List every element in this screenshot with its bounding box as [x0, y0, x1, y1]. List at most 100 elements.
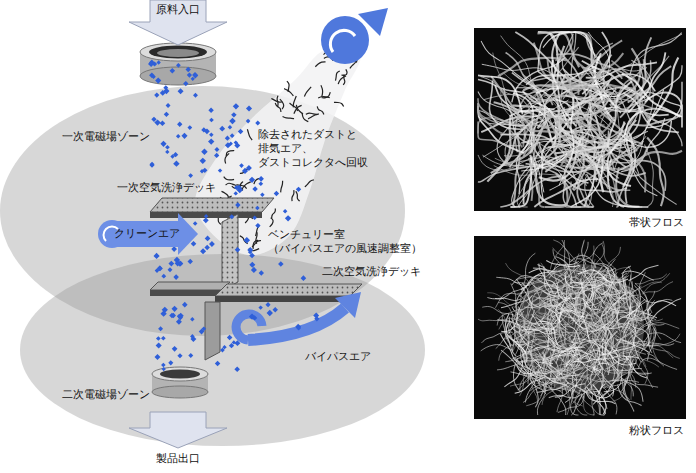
material-particle — [242, 168, 248, 174]
dust-speck — [292, 190, 294, 201]
floss-fiber — [515, 358, 541, 379]
floss-fiber — [555, 321, 563, 352]
floss-fiber — [577, 270, 607, 281]
floss-fiber — [520, 310, 535, 341]
dust-speck — [341, 69, 347, 75]
deck-surface — [215, 284, 362, 296]
material-particle — [255, 223, 260, 228]
lower-drum — [152, 367, 208, 398]
deck-edge — [150, 290, 222, 296]
floss-fiber — [620, 151, 682, 169]
floss-fiber — [572, 372, 606, 377]
dust-speck — [275, 103, 281, 112]
dust-speck — [296, 191, 300, 201]
floss-fiber — [574, 316, 592, 344]
floss-fiber — [504, 360, 522, 387]
dust-speck — [225, 153, 229, 163]
air-arrowhead — [178, 213, 198, 255]
floss-fiber — [537, 264, 564, 284]
material-particle — [234, 140, 238, 144]
node-text: 二次電磁場ゾーン — [62, 388, 150, 402]
floss-fibers — [478, 240, 681, 415]
material-particle — [260, 192, 265, 197]
exhaust-note: 除去されたダストと 排気エア、 ダストコレクタへ回収 — [258, 128, 373, 169]
photo-outline — [474, 236, 686, 441]
floss-fiber — [547, 298, 558, 329]
floss-fiber — [553, 249, 575, 273]
material-particle — [170, 68, 176, 74]
floss-fiber — [512, 276, 542, 285]
ellipse-outline — [0, 86, 405, 336]
floss-fiber — [623, 301, 647, 325]
floss-fiber — [482, 306, 514, 315]
floss-fiber — [609, 304, 620, 334]
material-particle — [192, 72, 197, 77]
floss-fiber — [478, 75, 523, 114]
material-particle — [285, 215, 291, 221]
drum-base — [152, 386, 208, 398]
dust-speck — [247, 129, 252, 140]
dust-speck — [253, 240, 258, 249]
arrow-shape — [129, 412, 227, 448]
floss-fiber — [571, 156, 603, 207]
floss-fiber — [626, 357, 651, 374]
material-particle — [229, 142, 233, 146]
floss-fiber — [605, 356, 639, 358]
dust-speck — [304, 87, 311, 97]
dust-speck — [226, 183, 237, 185]
floss-fiber — [556, 347, 582, 363]
deck-holes — [150, 198, 274, 212]
floss-fiber — [608, 369, 642, 372]
deck-surface — [150, 282, 230, 290]
floss-fiber — [515, 329, 536, 354]
material-particle — [249, 177, 255, 183]
floss-fiber — [549, 378, 580, 393]
floss-fiber — [582, 240, 586, 264]
dust-speck — [272, 208, 276, 218]
floss-fiber — [590, 390, 594, 415]
material-particle — [187, 72, 192, 77]
material-particle — [252, 186, 257, 191]
floss-fiber — [588, 32, 609, 85]
floss-fiber — [538, 32, 576, 72]
floss-fiber — [579, 368, 604, 391]
floss-fiber — [558, 396, 584, 412]
material-particle — [252, 216, 256, 220]
material-particle — [258, 181, 263, 186]
material-particle — [157, 60, 161, 64]
floss-fiber — [628, 52, 665, 112]
floss-fiber — [501, 308, 519, 332]
material-particle — [186, 67, 191, 72]
floss-fiber — [489, 80, 523, 129]
zone-ellipse — [20, 254, 425, 446]
floss-fiber — [576, 308, 599, 331]
floss-fiber — [574, 152, 613, 207]
dust-speck — [270, 218, 273, 227]
floss-fiber — [575, 391, 587, 415]
floss-fiber — [602, 308, 616, 338]
dust-speck — [226, 151, 234, 157]
floss-fiber — [622, 378, 643, 402]
material-particle — [176, 63, 181, 68]
deck-label: 一次空気洗浄デッキ — [117, 181, 216, 195]
dust-speck — [318, 97, 330, 98]
exhaust-arrow — [321, 8, 388, 64]
floss-fiber — [648, 346, 679, 359]
material-particle — [229, 214, 234, 219]
floss-fiber — [576, 68, 647, 76]
material-particle — [255, 206, 260, 211]
floss-fiber — [568, 282, 603, 285]
floss-fiber — [508, 329, 531, 353]
material-particle — [296, 187, 301, 192]
floss-fiber — [506, 263, 530, 286]
floss-fiber — [639, 272, 646, 305]
floss-fiber — [512, 321, 522, 353]
deck-edge — [150, 212, 262, 218]
exhaust-swirl — [321, 16, 369, 64]
floss-fiber — [614, 69, 659, 123]
floss-fiber — [546, 280, 569, 301]
floss-fiber — [647, 323, 679, 329]
material-particle — [204, 214, 208, 218]
floss-fiber — [501, 350, 526, 374]
material-particle — [155, 77, 161, 83]
